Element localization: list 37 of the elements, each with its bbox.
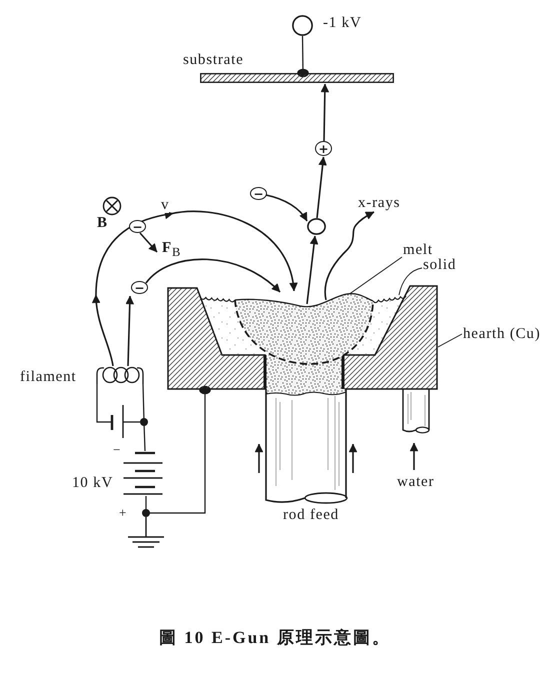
battery-symbol xyxy=(123,451,164,496)
electron-circle: − xyxy=(250,187,267,200)
part-label: rod feed xyxy=(283,508,339,522)
terminal-circle xyxy=(292,15,313,36)
callout-label: solid xyxy=(423,258,456,272)
leader-line xyxy=(438,334,462,348)
polarity-sign: − xyxy=(113,442,122,456)
part-label: filament xyxy=(20,370,76,384)
voltage-label: -1 kV xyxy=(323,16,362,30)
callout-label: hearth (Cu) xyxy=(463,326,541,342)
polarity-sign: + xyxy=(119,506,128,518)
arrow xyxy=(320,84,330,142)
filament-coil xyxy=(96,366,144,384)
leader-line xyxy=(348,256,402,296)
arrow xyxy=(316,156,327,218)
hearth-block xyxy=(167,285,438,390)
arrow xyxy=(266,194,308,222)
solid-region xyxy=(199,293,409,356)
arrow xyxy=(145,258,281,293)
leader-line xyxy=(398,268,422,296)
substrate-bar xyxy=(200,73,394,83)
wavy-arrow xyxy=(324,211,374,300)
wire xyxy=(142,384,146,452)
part-label: water xyxy=(397,474,434,490)
symbol-label: B xyxy=(97,216,108,230)
arrow xyxy=(92,210,298,366)
caption: 圖 10 E-Gun 原理示意圖。 xyxy=(159,628,391,646)
part-label: substrate xyxy=(183,52,244,68)
arrow xyxy=(306,236,318,304)
arrow xyxy=(126,296,134,366)
electron-circle: − xyxy=(131,281,148,294)
voltage-label: 10 kV xyxy=(72,476,114,490)
atom-circle xyxy=(307,218,326,235)
callout-label: melt xyxy=(403,242,433,258)
ion-circle: + xyxy=(315,141,332,156)
symbol-label: F$_{B}$ xyxy=(162,240,182,260)
electron-circle: − xyxy=(129,220,146,233)
